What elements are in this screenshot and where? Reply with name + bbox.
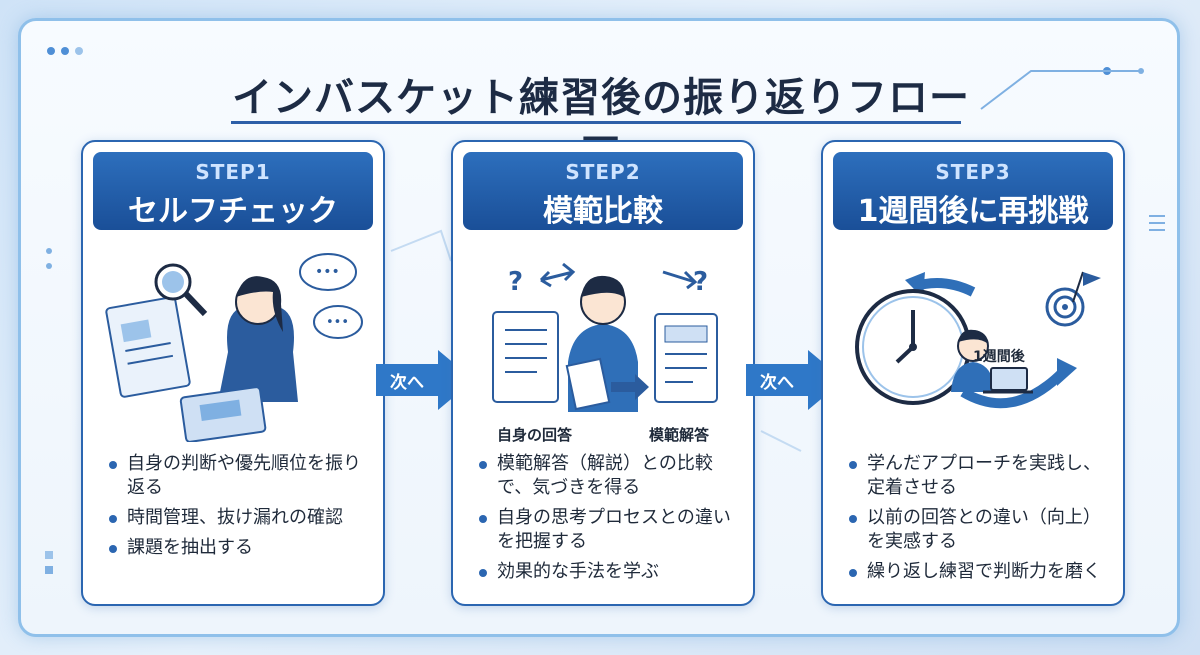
own-answer-caption: 自身の回答 (497, 426, 573, 444)
svg-text:?: ? (508, 267, 523, 297)
list-item: 自身の思考プロセスとの違いを把握する (477, 506, 741, 554)
next-label-2: 次へ (760, 373, 794, 393)
list-item: 模範解答（解説）との比較で、気づきを得る (477, 452, 741, 500)
step2-card: STEP2 模範比較 ? ? 自身の回答 模範解答 模範解 (451, 140, 755, 606)
next-arrow-1: 次へ (376, 350, 476, 410)
list-item: 課題を抽出する (107, 536, 371, 560)
next-label-1: 次へ (390, 373, 424, 393)
list-item: 時間管理、抜け漏れの確認 (107, 506, 371, 530)
step2-number: STEP2 (565, 160, 641, 184)
step3-bullet-list: 学んだアプローチを実践し、定着させる 以前の回答との違い（向上）を実感する 繰り… (847, 452, 1111, 590)
one-week-later-label: 1週間後 (973, 349, 1025, 365)
step2-header: STEP2 模範比較 (463, 152, 743, 230)
self-check-illustration-icon: ••• ••• (105, 253, 363, 442)
step3-number: STEP3 (935, 160, 1011, 184)
step3-header: STEP3 1週間後に再挑戦 (833, 152, 1113, 230)
title-underline (231, 121, 961, 124)
list-item: 学んだアプローチを実践し、定着させる (847, 452, 1111, 500)
comparison-illustration-icon: ? ? (492, 262, 718, 412)
list-item: 繰り返し練習で判断力を磨く (847, 560, 1111, 584)
step1-bullet-list: 自身の判断や優先順位を振り返る 時間管理、抜け漏れの確認 課題を抽出する (107, 452, 371, 566)
step3-card: STEP3 1週間後に再挑戦 1週間後 学んだアプローチを実践 (821, 140, 1125, 606)
step1-header: STEP1 セルフチェック (93, 152, 373, 230)
step2-bullet-list: 模範解答（解説）との比較で、気づきを得る 自身の思考プロセスとの違いを把握する … (477, 452, 741, 590)
arrow-right-icon (376, 350, 474, 410)
next-arrow-2: 次へ (746, 350, 846, 410)
svg-text:?: ? (693, 267, 708, 297)
retry-clock-illustration-icon (855, 271, 1101, 409)
svg-text:•••: ••• (315, 264, 340, 280)
background-decoration (45, 47, 1165, 574)
infographic-frame: インバスケット練習後の振り返りフロー図 STEP1 セルフチェック ••• ••… (18, 18, 1180, 637)
arrow-right-icon (746, 350, 844, 410)
model-answer-caption: 模範解答 (649, 426, 710, 444)
list-item: 効果的な手法を学ぶ (477, 560, 741, 584)
step2-title: 模範比較 (543, 194, 663, 229)
step1-card: STEP1 セルフチェック ••• ••• 自身の判断や優先順位を振り返る 時間… (81, 140, 385, 606)
step3-title: 1週間後に再挑戦 (857, 194, 1089, 229)
step1-number: STEP1 (195, 160, 271, 184)
svg-text:•••: ••• (326, 315, 349, 330)
list-item: 自身の判断や優先順位を振り返る (107, 452, 371, 500)
list-item: 以前の回答との違い（向上）を実感する (847, 506, 1111, 554)
step1-title: セルフチェック (128, 194, 338, 229)
